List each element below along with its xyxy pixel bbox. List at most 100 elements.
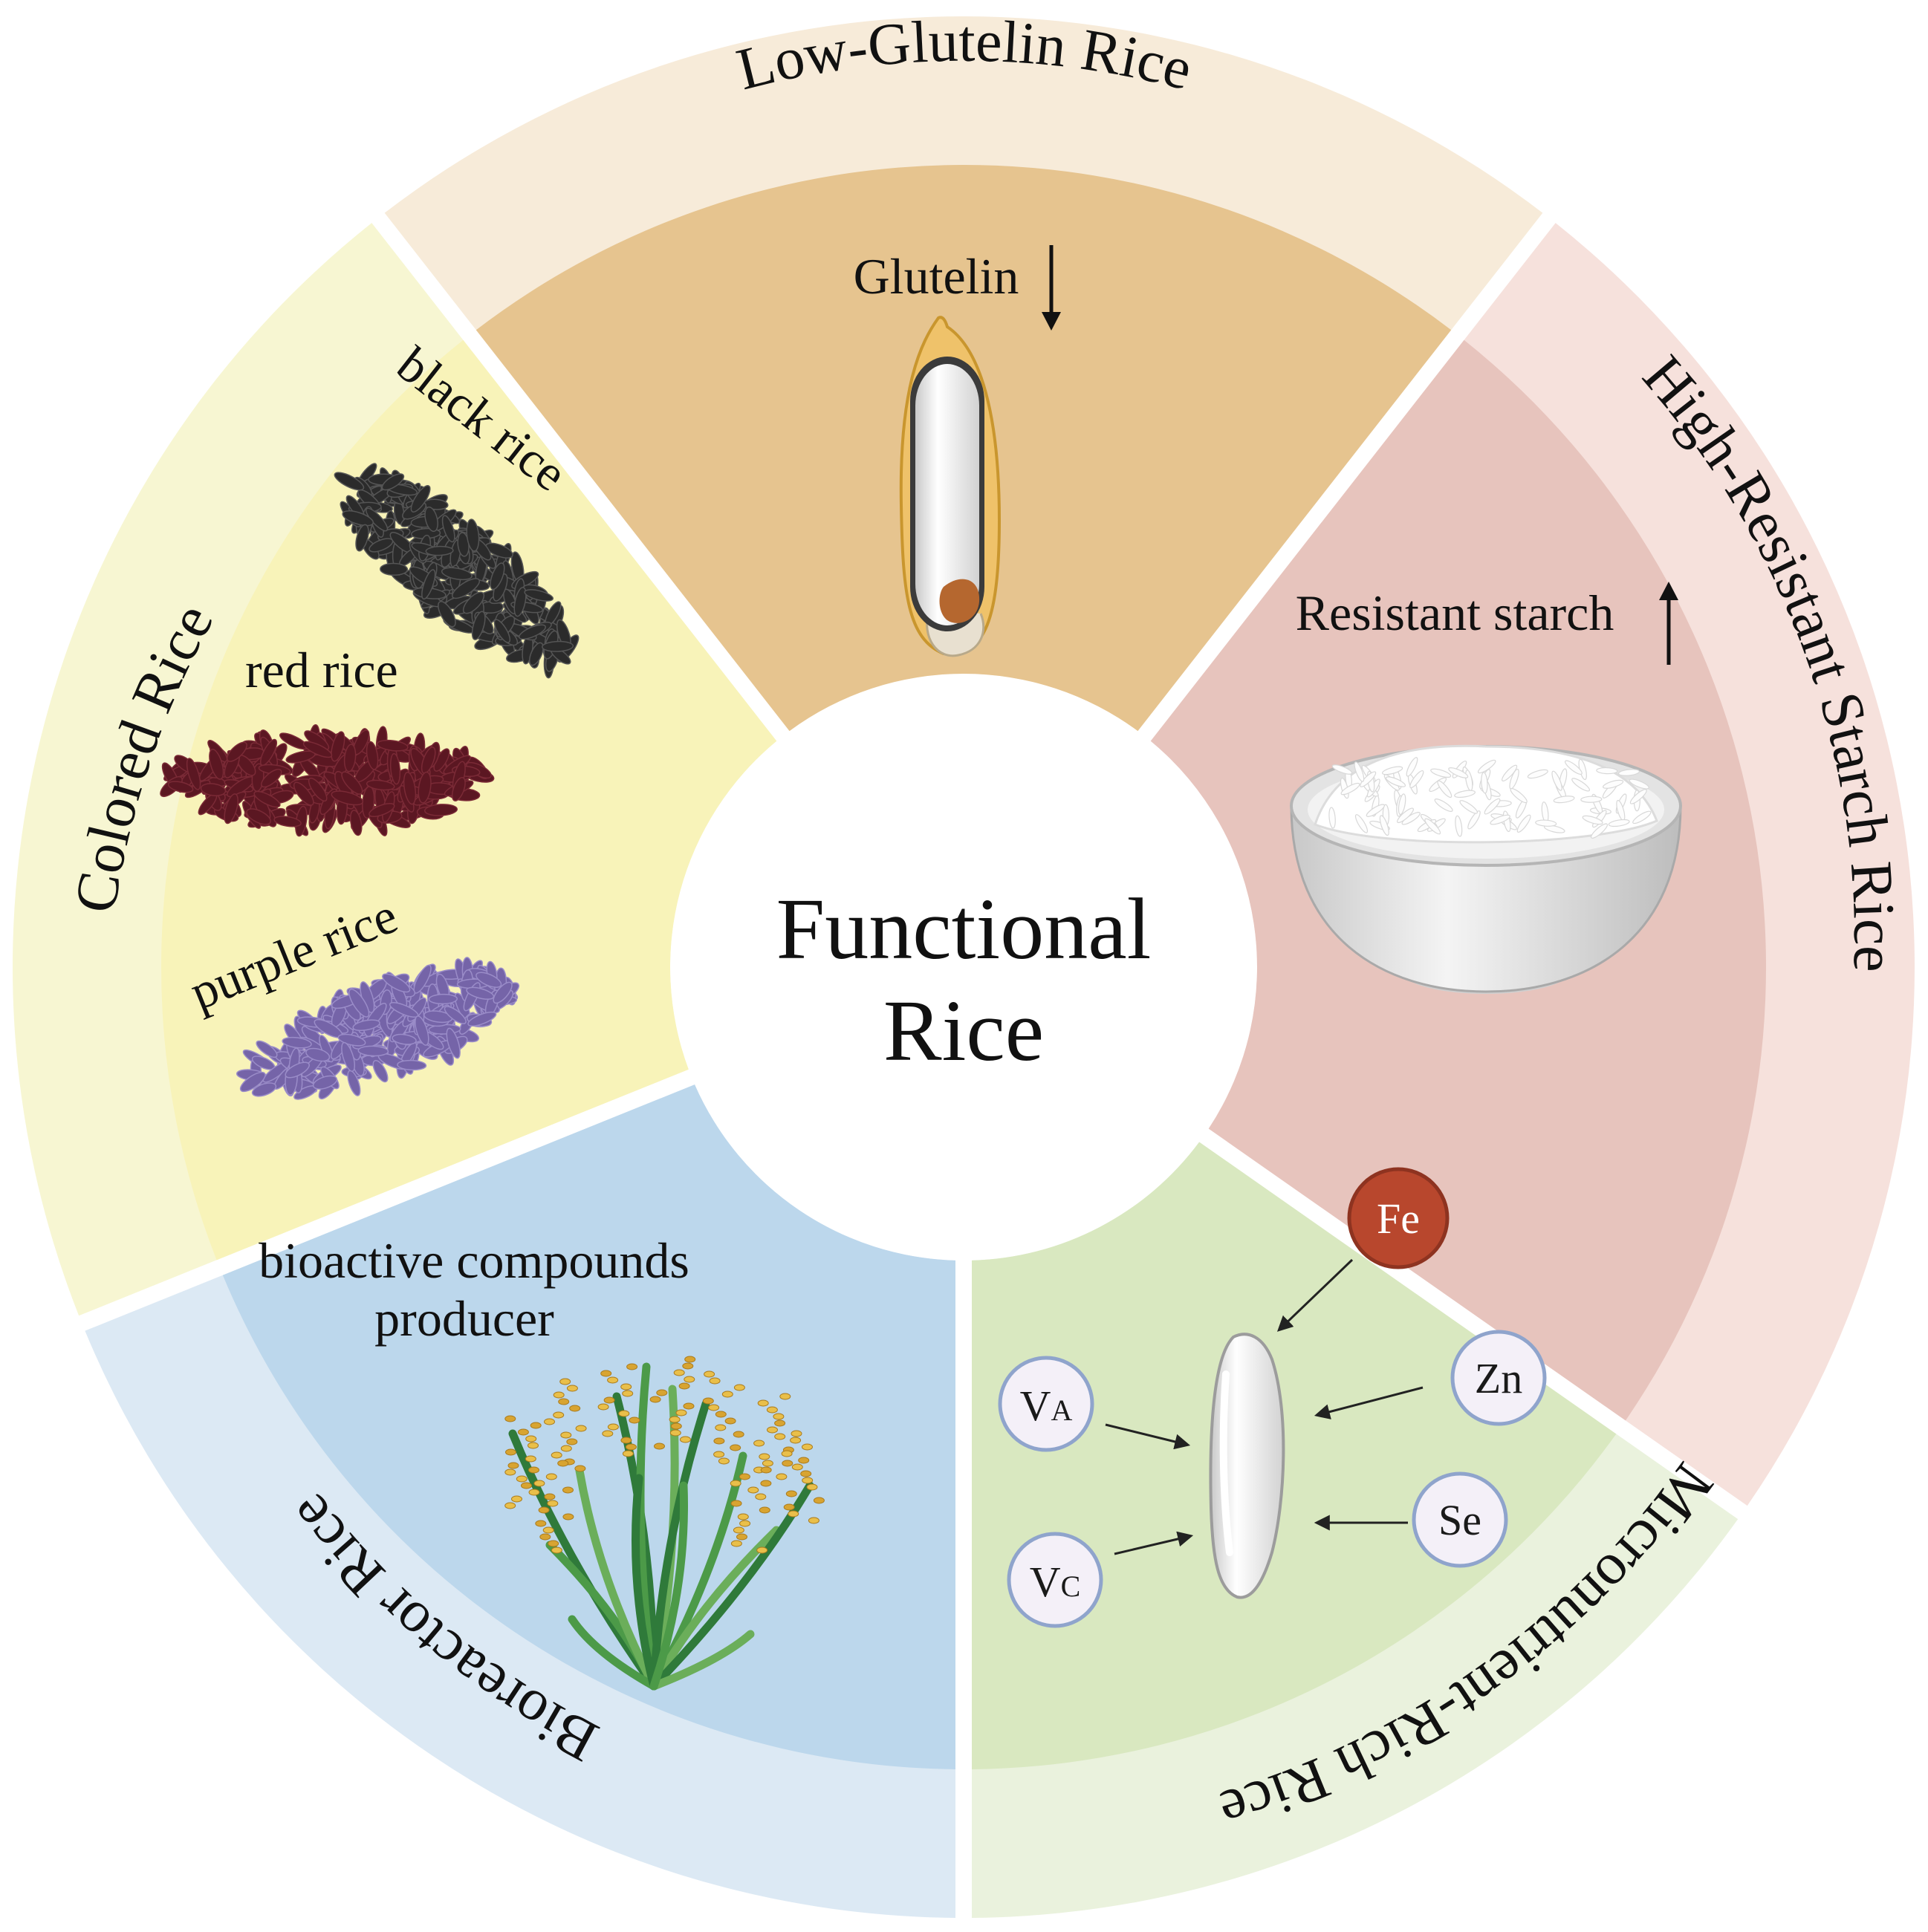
purple-rice-pile-icon xyxy=(236,957,520,1100)
rice-seed-mark xyxy=(791,1430,802,1437)
rice-grain-mark xyxy=(542,640,574,652)
rice-seed-mark xyxy=(678,1382,690,1390)
rice-grain-mark xyxy=(392,1033,417,1045)
bowl-rice-grain-mark xyxy=(1430,768,1452,778)
rice-seed-mark xyxy=(800,1470,812,1477)
rice-seed-mark xyxy=(560,1445,572,1452)
rice-seed-mark xyxy=(566,1385,578,1392)
rice-seed-mark xyxy=(602,1430,614,1437)
rice-seed-mark xyxy=(721,1391,733,1398)
rice-seed-mark xyxy=(562,1486,574,1494)
rice-grain-mark xyxy=(253,790,281,808)
rice-grain-mark xyxy=(239,1071,266,1093)
bowl-rice-grain-mark xyxy=(1502,764,1518,781)
rice-grain-mark xyxy=(466,518,480,552)
rice-grain-mark xyxy=(528,642,544,666)
bowl-rice-grain-mark xyxy=(1484,798,1501,815)
rice-seed-mark xyxy=(525,1435,537,1443)
rice-grain-mark xyxy=(167,781,194,793)
rice-grain-mark xyxy=(513,587,527,617)
bowl-rice-grain-mark xyxy=(1424,818,1441,835)
bioactive-label-line1: bioactive compounds xyxy=(259,1232,689,1289)
bowl-rice-grain-mark xyxy=(1582,815,1603,825)
rice-seed-mark xyxy=(733,1526,744,1534)
rice-grain-mark xyxy=(209,749,224,780)
rice-grain-mark xyxy=(273,816,302,827)
rice-grain-mark xyxy=(331,790,364,806)
rice-seed-mark xyxy=(511,1495,522,1503)
rice-seed-mark xyxy=(791,1463,803,1471)
rice-seed-mark xyxy=(607,1376,619,1384)
rice-seed-mark xyxy=(736,1533,747,1541)
rice-seed-mark xyxy=(545,1473,557,1480)
rice-seed-mark xyxy=(516,1475,528,1483)
rice-grain-mark xyxy=(261,768,282,788)
bowl-rice-grain-mark xyxy=(1398,793,1406,816)
rice-seed-mark xyxy=(544,1418,555,1425)
rice-seed-mark xyxy=(575,1425,587,1432)
rice-grain-mark xyxy=(342,510,374,527)
rice-seed-mark xyxy=(574,1465,586,1472)
rice-plant-icon xyxy=(504,1356,825,1691)
rice-grain-mark xyxy=(349,810,363,836)
red-rice-pile-icon xyxy=(160,723,495,837)
rice-seed-mark xyxy=(538,1506,550,1514)
rice-grain-mark xyxy=(475,972,502,988)
rice-seed-mark xyxy=(560,1431,572,1439)
rice-grain-mark xyxy=(403,771,417,805)
bowl-rice-grain-mark xyxy=(1580,796,1603,803)
rice-seed-mark xyxy=(776,1473,788,1480)
rice-seed-mark xyxy=(504,1502,516,1509)
rice-seed-mark xyxy=(802,1443,813,1451)
rice-grain-mark xyxy=(423,804,458,816)
rice-grain-mark xyxy=(226,741,247,762)
rice-grain-mark xyxy=(348,989,370,1018)
rice-seed-mark xyxy=(704,1370,715,1378)
se-circle xyxy=(1412,1471,1508,1568)
bowl-rice-grain-mark xyxy=(1629,789,1647,804)
rice-seed-mark xyxy=(760,1466,772,1474)
rice-seed-mark xyxy=(559,1378,571,1385)
segment-inner-area xyxy=(971,1142,1617,1769)
rice-seed-mark xyxy=(702,1397,714,1405)
vitamin-c-badge: VC xyxy=(1007,1532,1103,1628)
rice-seed-mark xyxy=(670,1422,682,1430)
bowl-rice-grain-mark xyxy=(1608,819,1630,827)
rice-seed-mark xyxy=(505,1448,516,1456)
rice-grain-mark xyxy=(518,624,547,640)
red-rice-label: red rice xyxy=(245,642,398,698)
rice-seed-mark xyxy=(781,1450,793,1457)
rice-seed-mark xyxy=(656,1389,668,1396)
rice-grain-mark xyxy=(377,739,409,752)
rice-grain-mark xyxy=(466,986,495,1000)
rice-seed-mark xyxy=(548,1540,559,1547)
rice-seed-mark xyxy=(507,1462,519,1469)
rice-seed-mark xyxy=(808,1517,819,1524)
bowl-rice-grain-mark xyxy=(1434,799,1453,812)
rice-grain-mark xyxy=(331,731,345,762)
segment-inner-area xyxy=(222,1084,956,1769)
rice-grain-mark xyxy=(441,515,455,543)
rice-seed-mark xyxy=(669,1416,681,1423)
center-title-line2: Rice xyxy=(883,982,1044,1079)
rice-seed-mark xyxy=(669,1429,681,1437)
rice-seed-mark xyxy=(762,1460,773,1467)
zn-circle xyxy=(1450,1330,1547,1426)
bowl-rice-grain-mark xyxy=(1527,769,1548,779)
rice-seed-mark xyxy=(730,1480,741,1487)
bowl-rice-grain-mark xyxy=(1340,782,1360,796)
rice-seed-mark xyxy=(553,1411,565,1419)
bowl-rice-grain-mark xyxy=(1490,814,1510,825)
rice-seed-mark xyxy=(783,1503,795,1511)
white-rice-grain-icon xyxy=(1209,1333,1285,1599)
rice-bowl-icon xyxy=(1290,744,1682,994)
se-nutrient-badge: Se xyxy=(1412,1471,1508,1568)
rice-seed-mark xyxy=(737,1513,749,1520)
rice-seed-mark xyxy=(673,1369,685,1376)
rice-leaf-mark xyxy=(649,1630,755,1691)
rice-grain-mark xyxy=(389,752,401,785)
rice-grain-mark xyxy=(471,611,486,640)
rice-seed-mark xyxy=(528,1466,539,1474)
bowl-rice-grain-mark xyxy=(1381,766,1403,775)
rice-seed-mark xyxy=(626,1363,638,1370)
